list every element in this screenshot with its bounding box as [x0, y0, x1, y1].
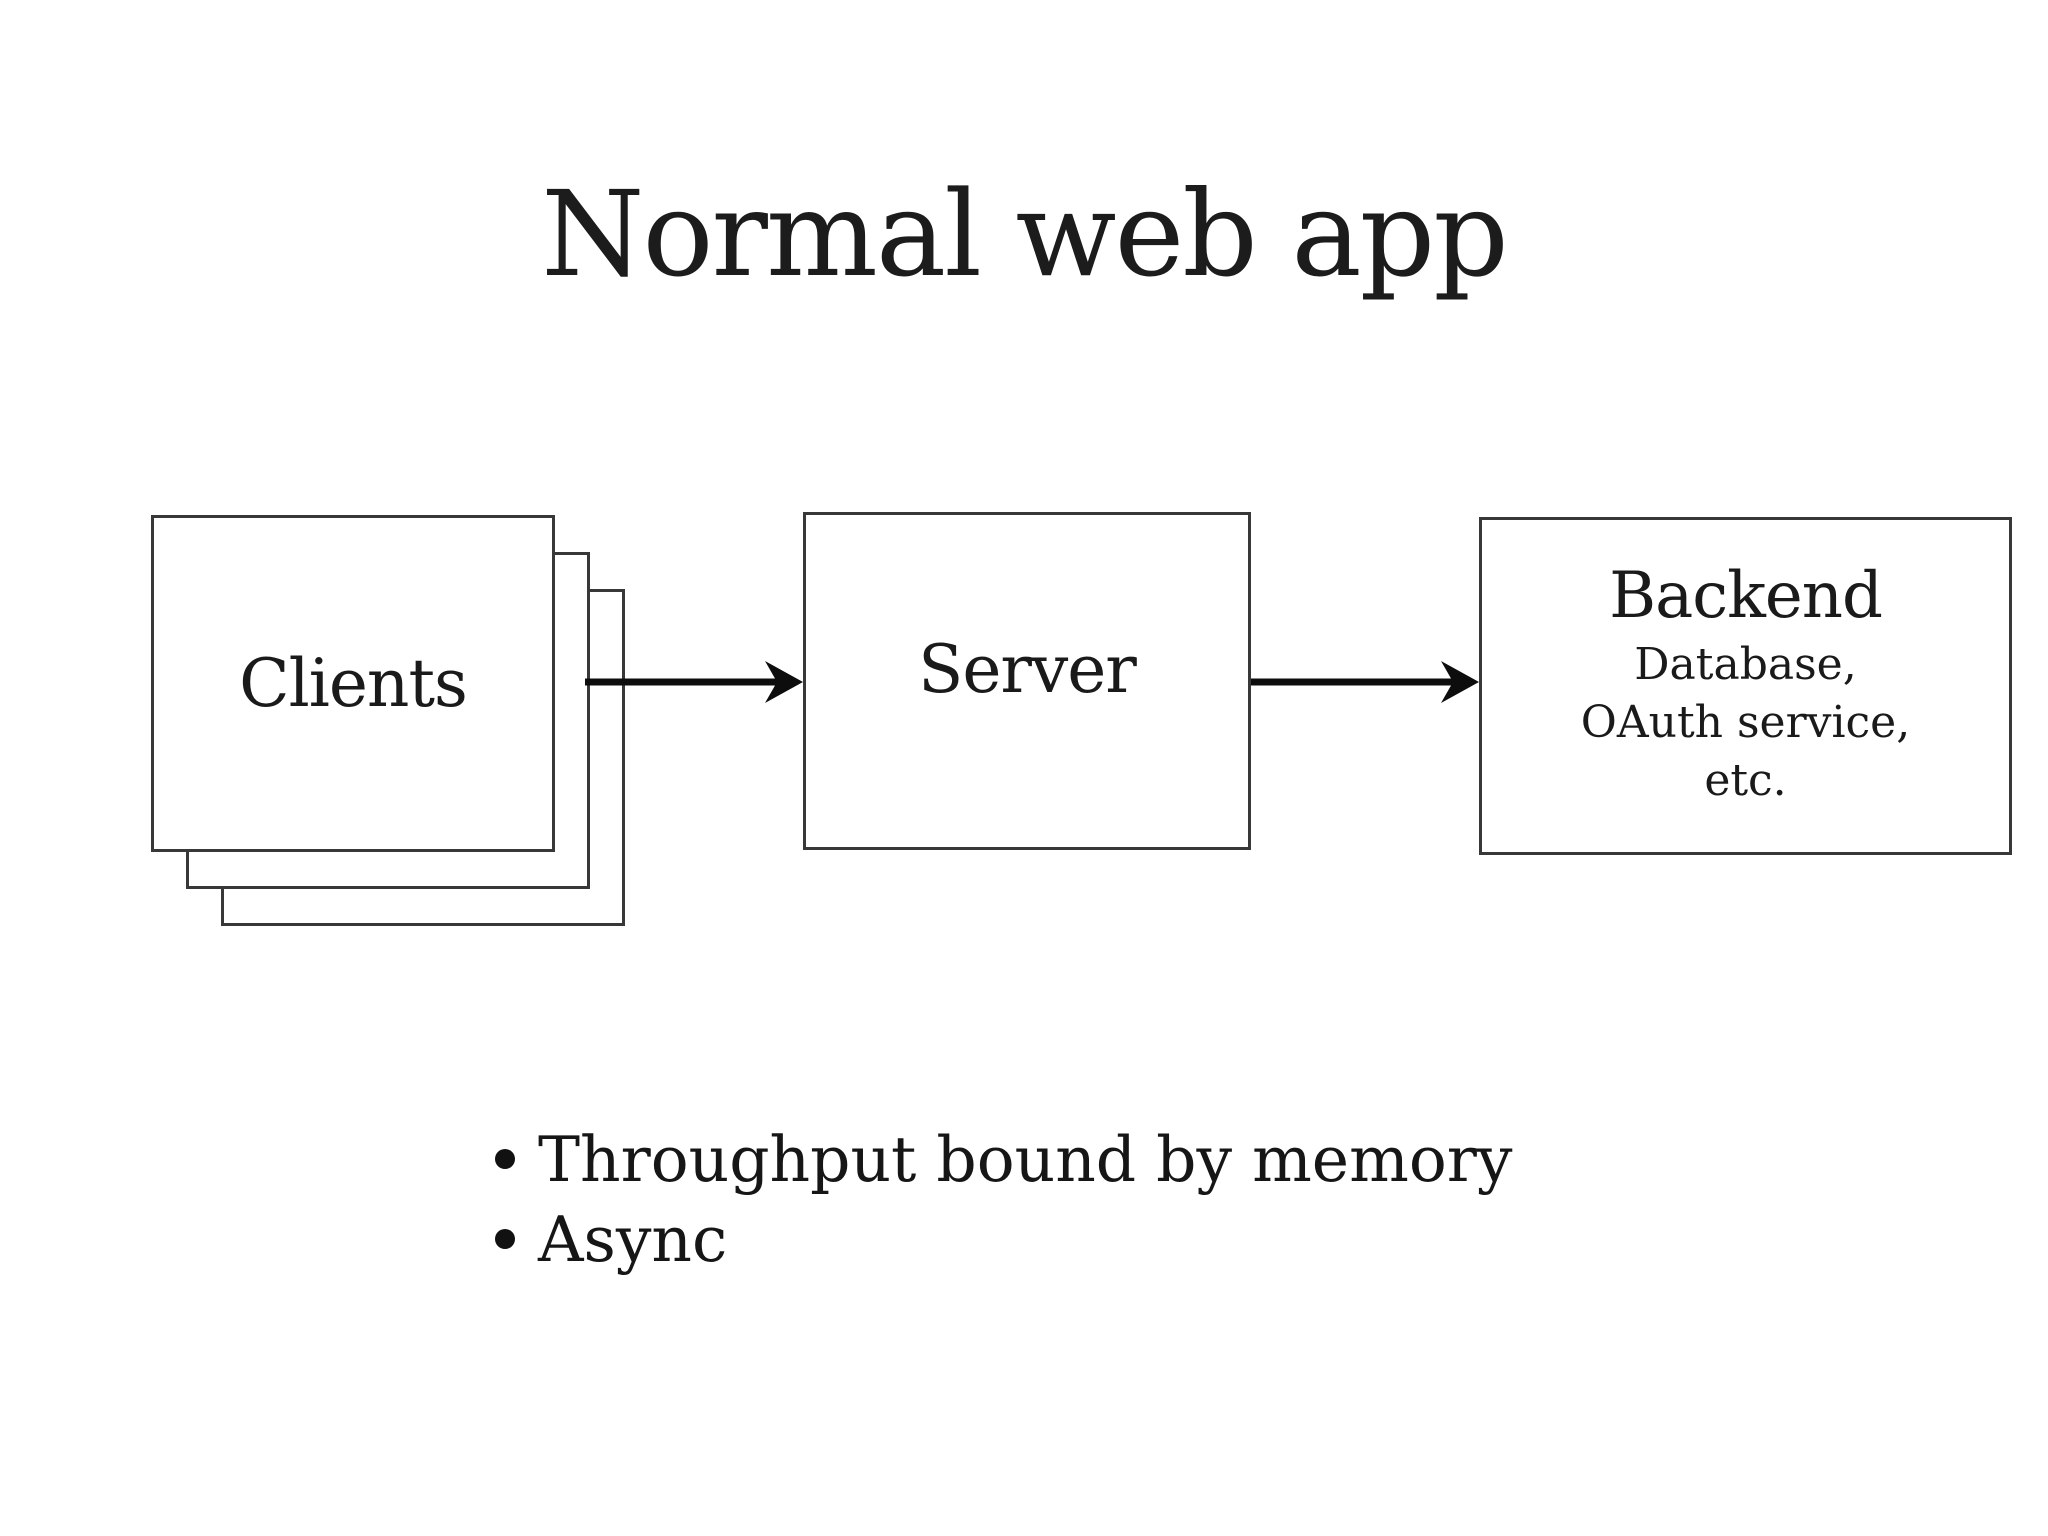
- server-box: Server: [803, 512, 1251, 850]
- arrow-server-to-backend-icon: [1251, 661, 1479, 703]
- backend-title: Backend: [1609, 559, 1883, 633]
- backend-line-oauth: OAuth service,: [1580, 697, 1911, 749]
- backend-line-etc: etc.: [1704, 755, 1787, 807]
- clients-label: Clients: [239, 645, 468, 722]
- list-item: Async: [495, 1199, 1512, 1279]
- list-item: Throughput bound by memory: [495, 1119, 1512, 1199]
- bullet-dot-icon: [495, 1149, 515, 1169]
- slide-title: Normal web app: [541, 165, 1509, 303]
- arrow-clients-to-server-icon: [585, 661, 803, 703]
- bullet-text-throughput: Throughput bound by memory: [538, 1122, 1513, 1196]
- clients-box: Clients: [151, 515, 555, 852]
- bullet-dot-icon: [495, 1229, 515, 1249]
- bullet-text-async: Async: [538, 1202, 728, 1276]
- server-label: Server: [918, 630, 1137, 708]
- bullet-list: Throughput bound by memory Async: [495, 1119, 1512, 1279]
- backend-line-database: Database,: [1634, 639, 1857, 690]
- backend-box: Backend Database, OAuth service, etc.: [1479, 517, 2012, 855]
